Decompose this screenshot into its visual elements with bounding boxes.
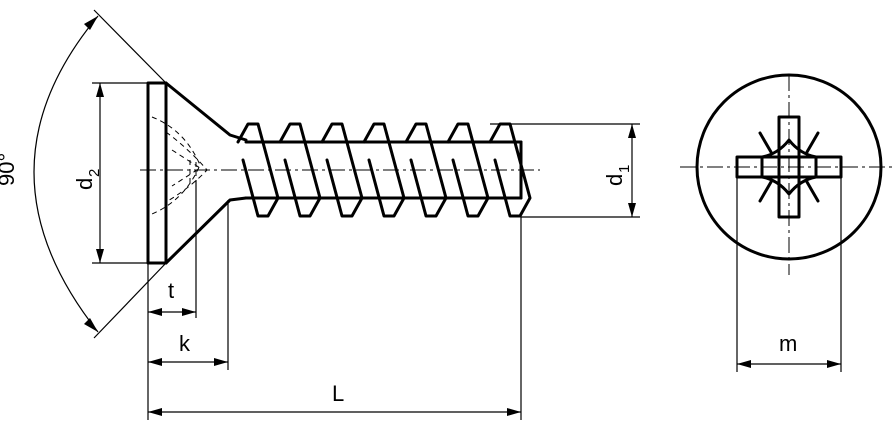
head-cone-top <box>164 81 248 142</box>
d2-dimension: d 2 <box>72 82 148 264</box>
thread-flank <box>236 122 280 218</box>
thread-flank <box>320 122 364 218</box>
d1-arrow-top <box>628 124 636 138</box>
angle-label: 90° <box>0 153 19 186</box>
recess-hidden-outer <box>151 116 201 215</box>
L-arrow-left <box>148 408 162 416</box>
recess-hidden-inner <box>165 131 208 203</box>
svg-text:d: d <box>72 178 97 190</box>
angle-arrow-top <box>84 16 98 30</box>
d2-arrow-top <box>96 83 104 97</box>
k-arrow-left <box>148 358 162 366</box>
angle-arc <box>33 15 99 333</box>
screw-head <box>146 81 248 265</box>
recess-horizontal-arm <box>735 155 843 179</box>
angle-arrow-bottom <box>84 318 98 332</box>
t-dimension: t <box>147 180 197 420</box>
d2-arrow-bottom <box>96 249 104 263</box>
t-label: t <box>168 278 174 303</box>
L-arrow-right <box>507 408 521 416</box>
pozidriv-marks <box>758 131 820 203</box>
k-label: k <box>179 331 191 356</box>
d2-label: d 2 <box>72 169 103 190</box>
d1-arrow-bottom <box>628 203 636 217</box>
recess-hidden-cone <box>171 149 201 187</box>
thread-flank <box>362 122 406 218</box>
d1-dimension: d 1 <box>490 123 640 218</box>
svg-text:d: d <box>602 174 627 186</box>
angle-dimension: 90° <box>0 9 167 339</box>
thread-flank <box>404 122 448 218</box>
recess-hidden-tip <box>189 160 197 184</box>
m-dimension: m <box>736 177 842 372</box>
m-arrow-left <box>737 360 751 368</box>
t-arrow-left <box>148 308 162 316</box>
angle-extension-bottom <box>93 262 167 339</box>
k-dimension: k <box>148 200 229 370</box>
recess-center <box>760 138 818 196</box>
head-flat-face <box>146 81 168 265</box>
head-top-view <box>680 73 895 275</box>
m-label: m <box>779 331 797 356</box>
svg-text:2: 2 <box>86 169 103 177</box>
svg-text:1: 1 <box>616 165 633 173</box>
k-arrow-right <box>214 358 228 366</box>
recess-vertical-arm <box>777 115 801 219</box>
angle-extension-top <box>93 9 167 84</box>
L-dimension: L <box>148 217 522 420</box>
t-arrow-right <box>182 308 196 316</box>
thread-flank <box>446 122 490 218</box>
head-cone-bottom <box>164 196 248 265</box>
L-label: L <box>332 381 344 406</box>
m-arrow-right <box>827 360 841 368</box>
thread-flank <box>278 122 322 218</box>
d1-label: d 1 <box>602 165 633 186</box>
